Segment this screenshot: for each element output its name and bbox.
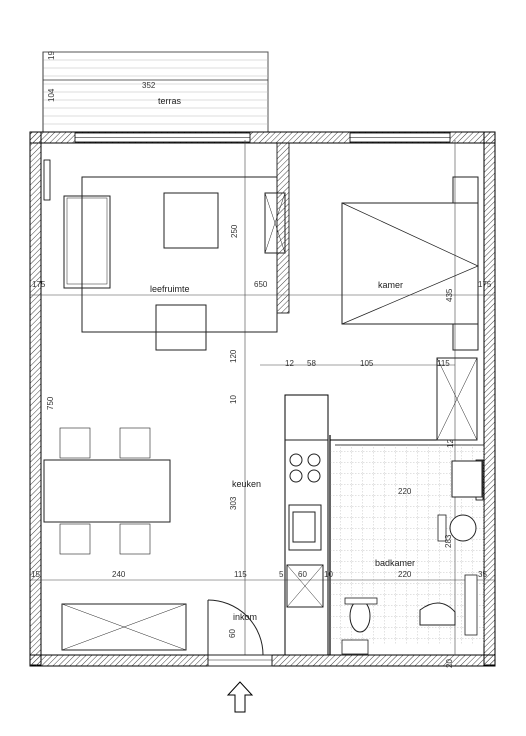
axis-lines: [30, 140, 495, 655]
dimension-label: 352: [142, 81, 156, 90]
dimension-label: 15: [31, 570, 40, 579]
dimension-label: 303: [229, 496, 238, 510]
bedroom-furniture: [341, 176, 479, 441]
entrance-arrow-icon: [226, 681, 254, 713]
room-label-leefruimte: leefruimte: [150, 284, 190, 294]
room-label-terras: terras: [158, 96, 182, 106]
terrace: [42, 51, 269, 133]
entrance-door: [207, 599, 273, 667]
kitchen-units: [285, 439, 328, 608]
room-label-badkamer: badkamer: [375, 558, 415, 568]
dimension-label: 10: [229, 395, 238, 404]
dimension-label: 175: [32, 280, 46, 289]
dimension-label: 650: [254, 280, 268, 289]
dimension-label: 60: [298, 570, 307, 579]
dimension-label: 220: [398, 570, 412, 579]
dimension-label: 12: [285, 359, 294, 368]
dimension-label: 750: [46, 396, 55, 410]
dimension-label: 283: [444, 534, 453, 548]
dimension-label: 115: [437, 359, 450, 368]
dimension-label: 35: [478, 570, 487, 579]
dimension-label: 175: [478, 280, 492, 289]
dimension-label: 250: [230, 224, 239, 238]
dimension-label: 10: [324, 570, 333, 579]
room-label-inkom: inkom: [233, 612, 257, 622]
dimension-label: 435: [445, 288, 454, 302]
living-furniture: [63, 176, 286, 351]
dimension-label: 5: [279, 570, 284, 579]
dimension-label: 58: [307, 359, 316, 368]
dimension-label: 60: [228, 629, 237, 638]
dimension-label: 20: [445, 659, 454, 668]
dimension-label: 104: [47, 88, 56, 102]
room-label-kamer: kamer: [378, 280, 403, 290]
dimension-label: 120: [229, 349, 238, 363]
outer-walls: [29, 131, 496, 667]
dimension-label: 12: [446, 439, 455, 448]
dining-furniture: [43, 427, 187, 651]
room-label-keuken: keuken: [232, 479, 261, 489]
bathroom-fixtures: [330, 445, 484, 655]
dimension-label: 115: [234, 570, 247, 579]
dimension-label: 220: [398, 487, 412, 496]
dimension-label: 240: [112, 570, 126, 579]
dimension-label: 105: [360, 359, 374, 368]
dimension-label: 19: [47, 51, 56, 60]
